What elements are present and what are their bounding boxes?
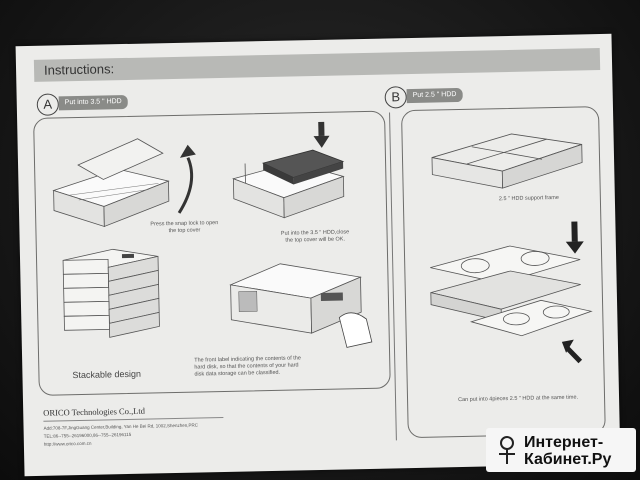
step1-caption: Press the snap lock to open the top cove…: [150, 220, 219, 235]
insert-hdd-illustration: [232, 121, 345, 219]
front-label-illustration: [229, 263, 373, 348]
header-bar: Instructions:: [33, 48, 601, 82]
watermark-logo-icon: [499, 436, 515, 464]
stacked-cases-illustration: [62, 248, 160, 338]
section-divider: [389, 112, 397, 441]
front-label-caption: The front label indicating the contents …: [194, 355, 301, 378]
open-case-illustration: [52, 138, 196, 228]
watermark-badge: Интернет- Кабинет.Ру: [486, 428, 636, 472]
company-web[interactable]: http://www.orico.com.cn: [43, 440, 92, 447]
watermark-line2: Кабинет.Ру: [524, 451, 612, 468]
instruction-sheet: Instructions: A Put into 3.5 " HDD Press…: [15, 33, 621, 477]
stackable-caption: Stackable design: [72, 368, 142, 381]
company-address: Add:708-7F,JingGuang Center,Building, Ya…: [43, 422, 199, 431]
company-tel: TEL:86--755--26196000,86--755--26196115: [43, 431, 132, 439]
company-underline: [43, 417, 224, 422]
watermark-line1: Интернет-: [524, 434, 604, 451]
section-b-tag: Put 2.5 " HDD: [406, 87, 463, 104]
step2-caption: Put into the 3.5 " HDD,close the top cov…: [280, 229, 350, 244]
company-name: ORICO Technologies Co.,Ltd: [43, 405, 146, 418]
section-a-letter: A: [36, 93, 60, 116]
page-title: Instructions:: [43, 61, 115, 78]
section-a-tag: Put into 3.5 " HDD: [58, 94, 128, 111]
support-frame-illustration: [431, 133, 583, 189]
four-drives-illustration: [430, 221, 593, 364]
section-b-letter: B: [384, 86, 407, 109]
